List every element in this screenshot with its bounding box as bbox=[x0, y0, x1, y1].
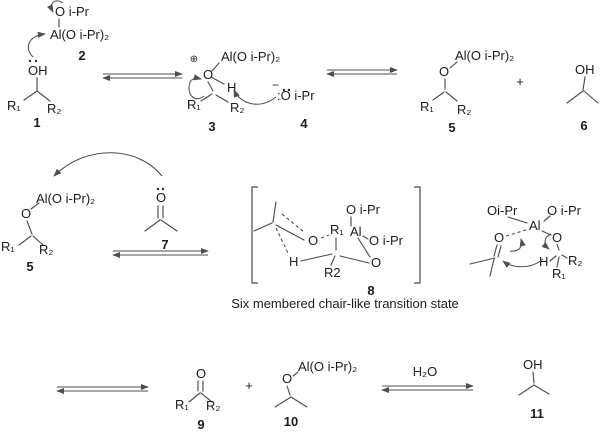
substituent-r2: R₂ bbox=[230, 100, 244, 115]
atom-al: Al bbox=[529, 218, 541, 233]
hydrolysis-step: H₂O bbox=[381, 364, 474, 394]
formula-o-ipr-right: O i-Pr bbox=[547, 203, 582, 218]
atom-o: O bbox=[21, 206, 31, 221]
formula-al-oipr2: Al(O i-Pr)₂ bbox=[455, 48, 514, 63]
compound-4-label: 4 bbox=[300, 116, 308, 131]
compound-6-label: 6 bbox=[580, 118, 587, 133]
substituent-r1: R₁ bbox=[187, 97, 201, 112]
curved-arrow-icon bbox=[188, 74, 205, 100]
structure-1-alcohol: OH R₁ R₂ 1 bbox=[7, 31, 61, 130]
compound-11-label: 11 bbox=[530, 406, 544, 421]
structure-11-isopropanol: OH 11 bbox=[518, 357, 550, 421]
compound-8-label: 8 bbox=[367, 283, 374, 298]
substituent-r2: R₂ bbox=[457, 102, 471, 117]
atom-h: H bbox=[289, 254, 298, 269]
atom-o: O bbox=[439, 64, 449, 79]
curved-arrow-icon bbox=[541, 233, 552, 250]
substituent-r2: R₂ bbox=[39, 242, 53, 257]
atom-h: H bbox=[227, 80, 236, 95]
curved-arrow-icon bbox=[27, 31, 46, 58]
atom-o: O bbox=[196, 366, 206, 381]
reagent-h2o: H₂O bbox=[413, 364, 438, 379]
substituent-r2: R₂ bbox=[568, 253, 582, 268]
substituent-r1: R₁ bbox=[552, 266, 566, 281]
compound-5-label-row2: 5 bbox=[26, 259, 33, 274]
compound-1-label: 1 bbox=[33, 115, 40, 130]
atom-o: O bbox=[156, 190, 166, 205]
plus-sign: + bbox=[516, 74, 524, 89]
structure-4-isopropoxide-anion: − :O i-Pr 4 bbox=[233, 78, 315, 131]
atom-o-carbonyl: O bbox=[308, 233, 318, 248]
substituent-r2: R2 bbox=[324, 265, 341, 280]
plus-sign: + bbox=[245, 378, 253, 393]
right-bracket bbox=[414, 186, 421, 284]
substituent-r1: R₁ bbox=[330, 222, 344, 237]
compound-9-label: 9 bbox=[197, 417, 204, 432]
formula-oh: OH bbox=[575, 62, 595, 77]
substituent-r1: R₁ bbox=[420, 99, 434, 114]
structure-8-transition-state: O H R₁ R2 O i-Pr Al O i-Pr O 8 bbox=[251, 186, 421, 298]
formula-o-ipr-anion: :O i-Pr bbox=[277, 88, 315, 103]
left-bracket bbox=[251, 186, 258, 284]
substituent-r2: R₂ bbox=[206, 398, 220, 413]
structure-6-isopropanol: OH 6 bbox=[566, 62, 599, 133]
formula-al-oipr2: Al(O i-Pr)₂ bbox=[221, 49, 280, 64]
formula-oh: OH bbox=[523, 357, 543, 372]
caption-transition-state: Six membered chair-like transition state bbox=[231, 296, 459, 311]
formula-o-ipr-left: Oi-Pr bbox=[487, 203, 518, 218]
compound-10-label: 10 bbox=[284, 414, 298, 429]
structure-10-al-isopropoxide: Al(O i-Pr)₂ O 10 bbox=[274, 359, 357, 429]
formula-o-ipr-top: O i-Pr bbox=[346, 202, 381, 217]
minus-charge-icon: − bbox=[272, 78, 279, 92]
atom-h: H bbox=[539, 254, 548, 269]
curved-arrow-icon bbox=[47, 0, 64, 13]
structure-9-ketone: O R₁ R₂ 9 bbox=[175, 366, 220, 432]
compound-5-label: 5 bbox=[448, 120, 455, 135]
formula-al-oipr2: Al(O i-Pr)₂ bbox=[298, 359, 357, 374]
structure-cyclic-mechanism: Oi-Pr O i-Pr Al O O H R₂ R₁ bbox=[469, 203, 582, 281]
substituent-r1: R₁ bbox=[1, 239, 15, 254]
equilibrium-arrow-icon bbox=[112, 247, 209, 259]
equilibrium-arrow-icon bbox=[56, 383, 149, 395]
formula-o-ipr-right: O i-Pr bbox=[369, 233, 404, 248]
atom-o-alkoxide: O bbox=[371, 255, 381, 270]
atom-al: Al bbox=[350, 224, 362, 239]
structure-5-al-alkoxide-row2: Al(O i-Pr)₂ O R₁ R₂ 5 bbox=[1, 191, 95, 274]
atom-o-alkoxide: O bbox=[552, 230, 562, 245]
curved-arrow-icon bbox=[509, 238, 526, 252]
formula-o-ipr: O i-Pr bbox=[55, 4, 90, 19]
equilibrium-arrow-icon bbox=[326, 66, 398, 78]
structure-5-al-alkoxide: Al(O i-Pr)₂ O R₁ R₂ 5 bbox=[420, 48, 514, 135]
formula-oh: OH bbox=[28, 63, 48, 78]
substituent-r1: R₁ bbox=[7, 98, 21, 113]
structure-7-acetone: O 7 bbox=[144, 187, 178, 252]
curved-arrow-icon bbox=[233, 89, 277, 105]
compound-2-label: 2 bbox=[78, 48, 85, 63]
equilibrium-arrow-icon bbox=[102, 70, 183, 82]
atom-o: O bbox=[203, 67, 213, 82]
formula-al-oipr2: Al(O i-Pr)₂ bbox=[50, 27, 109, 42]
structure-3-oxocarbenium: ⊕ Al(O i-Pr)₂ O H R₁ R₂ 3 bbox=[187, 49, 280, 134]
substituent-r2: R₂ bbox=[47, 101, 61, 116]
structure-2-al-isopropoxide: O i-Pr Al(O i-Pr)₂ 2 bbox=[47, 0, 109, 63]
formula-al-oipr2: Al(O i-Pr)₂ bbox=[36, 191, 95, 206]
plus-charge-icon: ⊕ bbox=[190, 54, 198, 65]
compound-3-label: 3 bbox=[208, 119, 215, 134]
curved-arrow-icon bbox=[502, 258, 544, 268]
curved-arrow-icon bbox=[53, 152, 163, 177]
substituent-r1: R₁ bbox=[175, 397, 189, 412]
atom-o-carbonyl: O bbox=[494, 230, 504, 245]
atom-o: O bbox=[282, 371, 292, 386]
compound-7-label: 7 bbox=[161, 237, 168, 252]
